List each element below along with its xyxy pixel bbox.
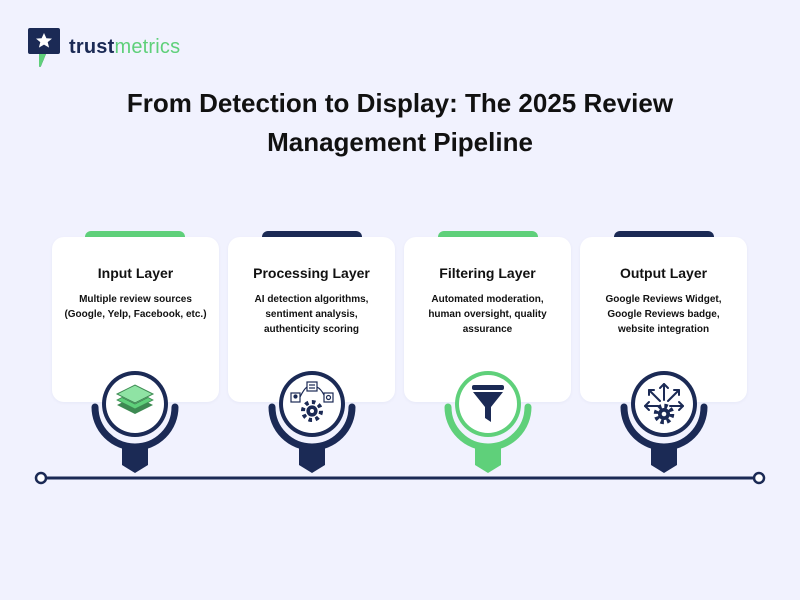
stage-title-input: Input Layer (97, 265, 174, 281)
processing-gear-network-icon (290, 381, 334, 422)
stage-desc-line: Google Reviews Widget, (605, 294, 722, 305)
stage-medallion-input (91, 371, 179, 473)
stage-description-output: Google Reviews Widget, Google Reviews ba… (586, 292, 741, 337)
stage-desc-line: sentiment analysis, (265, 309, 358, 320)
stage-desc-line: assurance (462, 324, 513, 335)
stage-desc-line: Multiple review sources (79, 294, 192, 305)
pipeline-timeline (34, 471, 766, 485)
timeline-start-node (34, 471, 48, 485)
stage-desc-line: authenticity scoring (263, 324, 359, 335)
stage-description-input: Multiple review sources (Google, Yelp, F… (58, 292, 213, 322)
stage-title-processing: Processing Layer (253, 265, 370, 281)
page-title-line2: Management Pipeline (267, 127, 533, 157)
star-in-speech-bubble-icon (28, 28, 60, 67)
layers-stack-icon (115, 384, 155, 414)
stage-description-filtering: Automated moderation, human oversight, q… (410, 292, 565, 337)
stage-card-processing: Processing Layer AI detection algorithms… (228, 237, 395, 402)
funnel-filter-icon (472, 385, 504, 422)
gear-arrows-out-icon (644, 383, 684, 425)
stage-desc-line: Google Reviews badge, (607, 309, 720, 320)
stage-medallion-processing (268, 371, 356, 473)
brand-name: trustmetrics (69, 36, 180, 59)
stage-desc-line: AI detection algorithms, (254, 294, 369, 305)
stage-title-output: Output Layer (619, 265, 708, 281)
page-title: From Detection to Display: The 2025 Revi… (100, 84, 700, 162)
stage-desc-line: Automated moderation, (431, 294, 544, 305)
stage-desc-line: (Google, Yelp, Facebook, etc.) (64, 309, 207, 320)
stage-desc-line: website integration (617, 324, 710, 335)
stage-desc-line: human oversight, quality (428, 309, 547, 320)
stage-medallion-filtering (444, 371, 532, 473)
stage-medallion-output (620, 371, 708, 473)
timeline-end-node (752, 471, 766, 485)
brand-logo: trustmetrics (26, 25, 180, 69)
stage-description-processing: AI detection algorithms, sentiment analy… (234, 292, 389, 337)
brand-name-part1: trust (69, 35, 115, 58)
page-title-line1: From Detection to Display: The 2025 Revi… (126, 88, 674, 118)
brand-name-part2: metrics (114, 35, 181, 58)
stage-title-filtering: Filtering Layer (439, 265, 536, 281)
